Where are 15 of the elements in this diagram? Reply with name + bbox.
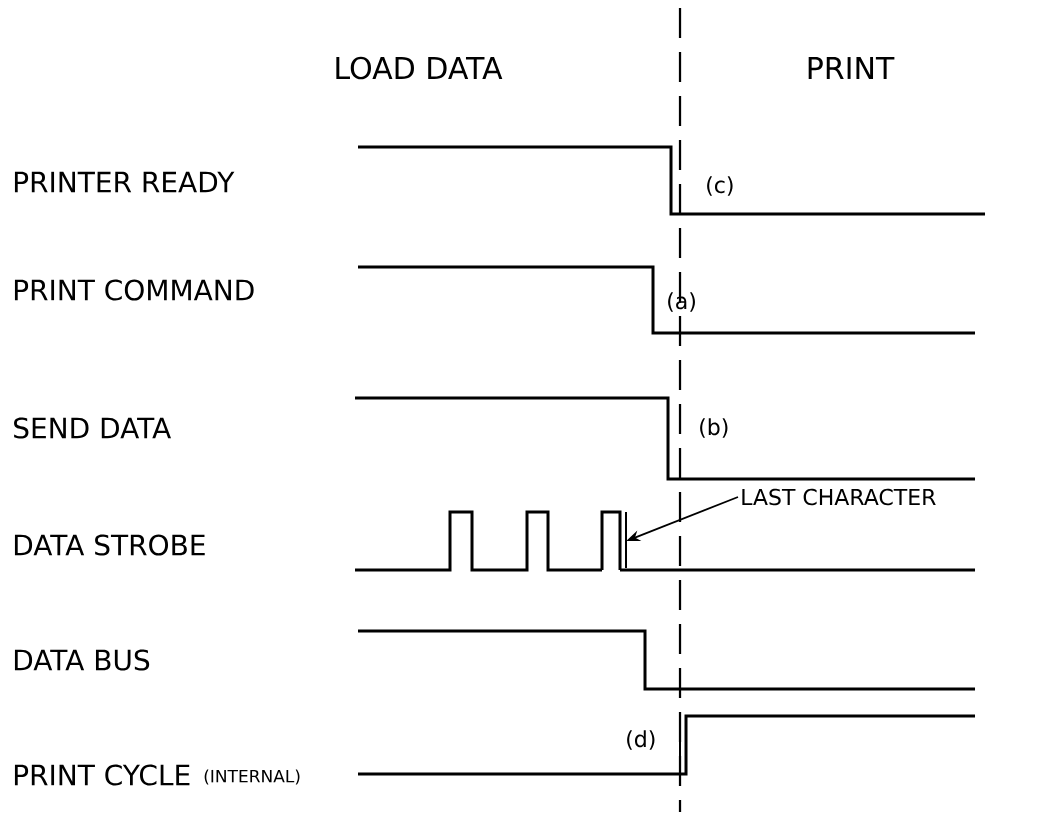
note-letter: (c) <box>707 176 733 196</box>
signal-name: PRINTER READY <box>14 171 235 193</box>
note-letter: (d) <box>627 730 655 750</box>
callout-text: LAST CHARACTER <box>742 488 936 506</box>
signal-name: SEND DATA <box>14 417 171 439</box>
note-letter: (a) <box>668 292 695 312</box>
column-heading: PRINT <box>808 57 895 79</box>
signal-note: (INTERNAL) <box>204 769 300 785</box>
signal-name: PRINT CYCLE <box>14 764 190 786</box>
signal-name: DATA STROBE <box>14 534 205 556</box>
note-letter: (b) <box>700 418 728 438</box>
strobe-pulse <box>600 510 627 570</box>
signal-name: DATA BUS <box>14 649 150 671</box>
signal-name: PRINT COMMAND <box>14 279 254 301</box>
column-heading: LOAD DATA <box>336 56 503 80</box>
